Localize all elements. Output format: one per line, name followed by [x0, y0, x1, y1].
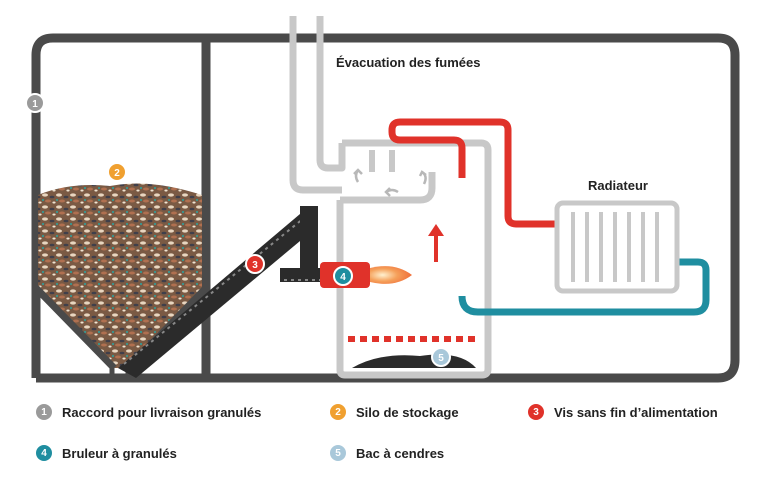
- svg-text:4: 4: [340, 272, 346, 283]
- legend-badge-2: 2: [330, 404, 346, 420]
- heat-up-arrow: [428, 224, 444, 262]
- legend-item-delivery-connection: 1 Raccord pour livraison granulés: [36, 404, 261, 420]
- svg-text:3: 3: [252, 260, 258, 271]
- boiler: [336, 139, 492, 379]
- legend-text: Silo de stockage: [356, 404, 459, 420]
- badge-4: 4: [333, 266, 353, 286]
- legend-text: Bruleur à granulés: [62, 445, 177, 461]
- legend-badge-3: 3: [528, 404, 544, 420]
- legend-badge-1: 1: [36, 404, 52, 420]
- smoke-flue: [289, 16, 346, 194]
- smoke-flow-arrows: [353, 168, 427, 197]
- radiator-label: Radiateur: [588, 178, 648, 193]
- badge-5: 5: [431, 347, 451, 367]
- badge-2: 2: [107, 162, 127, 182]
- svg-text:1: 1: [32, 99, 38, 110]
- svg-text:2: 2: [114, 168, 120, 179]
- legend-text: Bac à cendres: [356, 445, 445, 461]
- ash-pan: [352, 354, 476, 368]
- legend-badge-4: 4: [36, 445, 52, 461]
- legend-item-feed-auger: 3 Vis sans fin d’alimentation: [528, 404, 718, 420]
- burner-grate: [348, 336, 475, 342]
- radiator: [554, 200, 680, 294]
- legend-item-pellet-burner: 4 Bruleur à granulés: [36, 445, 177, 461]
- badge-1: 1: [25, 93, 45, 113]
- svg-text:5: 5: [438, 353, 444, 364]
- return-water-pipe: [458, 258, 710, 316]
- badge-3: 3: [245, 254, 265, 274]
- pellet-silo: [33, 183, 209, 381]
- hot-water-pipe: [388, 118, 560, 228]
- smoke-exhaust-label: Évacuation des fumées: [336, 55, 481, 70]
- house-outline: [31, 33, 740, 383]
- legend-item-ash-pan: 5 Bac à cendres: [330, 445, 444, 461]
- legend-badge-5: 5: [330, 445, 346, 461]
- legend-text: Raccord pour livraison granulés: [62, 404, 262, 420]
- legend-text: Vis sans fin d’alimentation: [554, 404, 718, 420]
- legend-item-storage-silo: 2 Silo de stockage: [330, 404, 459, 420]
